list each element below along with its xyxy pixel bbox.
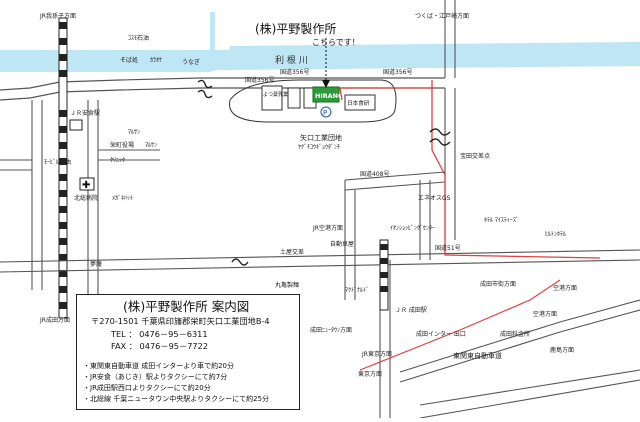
label-jr-airport: JR空港方面 <box>312 224 343 232</box>
yotsuba-label: よつ葉乳業 <box>263 91 288 98</box>
label-shiyakusho: 栄町役場 <box>110 141 134 149</box>
expressway <box>399 299 640 419</box>
label-r356-right: 国道356号 <box>383 68 412 76</box>
anjiki-station <box>69 119 83 131</box>
info-note-1: ・東関東自動車道 成田インターより車で約20分 <box>83 362 234 370</box>
nisshoku-label: 日本食研 <box>347 99 370 107</box>
industrial-estate <box>229 79 397 123</box>
access-info-box: (株)平野製作所 案内図 〒270-1501 千葉県印旛郡栄町矢口工業団地B-4… <box>76 294 300 410</box>
label-anjiki: ＪＲ安食駅 <box>70 109 100 117</box>
label-tollgate: 成田料金所 <box>500 330 530 338</box>
label-narita-city: 成田市街方面 <box>480 280 516 288</box>
label-jidosha: 自動車屋 <box>330 240 354 248</box>
label-yume: 夢庵 <box>90 260 102 268</box>
label-tsukuba: つくば・江戸崎方面 <box>415 12 469 20</box>
left-roads <box>0 100 160 300</box>
label-jr-narita-left: JR成田方面 <box>39 316 70 324</box>
label-industrial: 矢口工業団地 <box>300 133 342 142</box>
label-eneos: エネオスGS <box>418 195 451 202</box>
label-unagi: うなぎ <box>182 58 200 66</box>
svg-text:P: P <box>323 109 327 117</box>
info-title: (株)平野製作所 案内図 <box>123 299 250 314</box>
label-shopping: ｲｵﾝｼｮｯﾋﾟﾝｸﾞｾﾝﾀｰ <box>390 225 435 232</box>
label-mobil: ﾓｰﾋﾞﾙ石油 <box>44 158 71 166</box>
label-r51: 国道51号 <box>435 244 461 252</box>
label-tokyo-exit: JR東京方面 <box>361 350 392 358</box>
river-label: 利 根 川 <box>275 54 308 66</box>
label-megane: ﾒｶﾞﾈﾊｯﾄ <box>112 195 133 202</box>
label-hotel2: ﾋﾙﾄﾝﾎﾃﾙ <box>545 231 566 238</box>
info-note-4: ・北総線 千葉ニュータウン中央駅よりタクシーにて約25分 <box>83 395 269 403</box>
hospital-building <box>79 177 95 191</box>
nisshoku-building <box>344 94 376 111</box>
jr-line-right <box>379 239 389 311</box>
label-airport2: 空港方面 <box>533 310 557 318</box>
company-callout: (株)平野製作所 <box>255 21 336 36</box>
label-hospital: 北総病院 <box>74 194 98 202</box>
yotsuba-building <box>261 85 283 111</box>
label-r356-left: 国道356号 <box>245 76 274 84</box>
label-tokyo: 東京方面 <box>358 370 382 378</box>
label-jr-abiko: JR我孫子方面 <box>39 12 76 20</box>
label-doshita: 土屋交差 <box>280 248 304 256</box>
recommended-route <box>340 80 601 259</box>
here-label: こちらです！ <box>312 38 360 47</box>
label-narita-ic: 成田インター 出口 <box>416 330 466 338</box>
info-address: 〒270-1501 千葉県印旛郡栄町矢口工業団地B-4 <box>91 316 270 326</box>
info-tel: TEL ： 0476－95－6311 <box>111 329 208 339</box>
label-hotel1: ﾎﾃﾙ ﾏｲｽﾃｨｰｽﾞ <box>484 217 519 224</box>
label-industrial-kana: ﾔｸﾞﾁｺｳｷﾞｮｳﾀﾞﾝﾁ <box>298 144 340 151</box>
road-break-marks <box>197 79 451 266</box>
info-note-3: ・JR成田駅西口よりタクシーにて約20分 <box>83 384 211 392</box>
label-marusan: ﾏﾙｻﾝ <box>145 142 157 149</box>
label-airport: 空港方面 <box>553 284 577 292</box>
label-marusan2: ﾏﾙｻﾝ <box>128 129 140 136</box>
jr-line-left <box>58 17 68 319</box>
label-higashikanto: 東関東自動車道 <box>453 351 502 360</box>
label-takata: 宝田交差点 <box>460 152 490 160</box>
label-kashima: 鹿島方面 <box>550 346 574 354</box>
label-kosumo: ｺｽﾓ石油 <box>128 34 149 42</box>
label-marukame: 丸亀製麺 <box>275 281 299 289</box>
label-soba: そば処 <box>120 56 138 64</box>
hirano-label: HIRANO <box>315 92 344 100</box>
info-note-2: ・JR安食（あじき）駅よりタクシーにて約7分 <box>83 373 228 381</box>
label-karaoke: ｶﾗｵｹ <box>150 57 162 64</box>
label-clinic: ｸﾘﾆｯｸ <box>110 157 125 164</box>
hospital-cross-icon: ✚ <box>82 180 90 191</box>
label-r408: 国道408号 <box>360 170 389 178</box>
parking-icon <box>320 106 332 118</box>
info-fax: FAX ： 0476－95－7722 <box>111 341 209 351</box>
label-jr-narita-station: ＪＲ 成田駅 <box>395 306 427 314</box>
label-r356-mid: 国道356号 <box>280 68 309 76</box>
label-mac: ﾏｸﾄﾞﾅﾙﾄﾞ <box>345 287 369 294</box>
label-newtown: 成田ﾆｭｰﾀｳﾝ方面 <box>310 326 352 334</box>
